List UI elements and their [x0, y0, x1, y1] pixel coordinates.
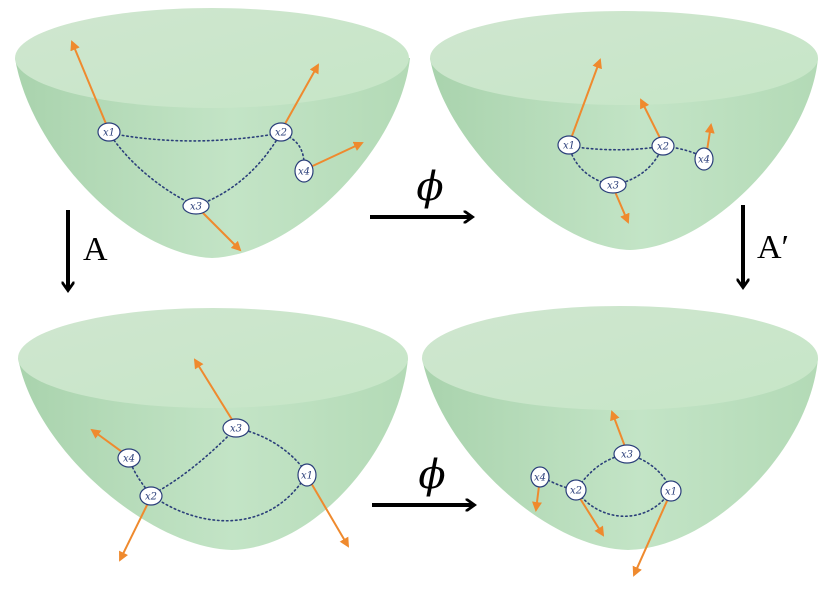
node-label: x4 [698, 155, 710, 166]
cone-bottom-right: x4 x2 x3 x1 [422, 306, 818, 577]
node-label: x2 [275, 128, 287, 139]
node-x3: x3 [613, 444, 641, 464]
node-x4: x4 [117, 448, 141, 468]
cone-rim [422, 306, 818, 410]
edge-x3-x2 [195, 132, 282, 207]
label-A-right: A′ [757, 229, 789, 266]
node-label: x3 [621, 450, 633, 461]
node-x4: x4 [294, 159, 314, 183]
tangent-vector-x4 [303, 141, 364, 171]
node-label: x4 [298, 167, 310, 178]
node-label: x4 [534, 473, 546, 484]
node-x4: x4 [530, 466, 550, 488]
tangent-vector-x1 [70, 40, 110, 132]
cone-rim [15, 8, 409, 108]
node-label: x3 [230, 424, 242, 435]
node-label: x2 [145, 492, 157, 503]
node-label: x2 [657, 142, 669, 153]
label-A-left: A [83, 231, 108, 268]
node-x2: x2 [651, 136, 675, 156]
node-x3: x3 [599, 176, 627, 194]
node-x3: x3 [222, 418, 250, 438]
cone-rim [430, 11, 818, 105]
edge-x2-x1 [575, 489, 672, 518]
cone-top-right: x1 x2 x3 x4 [430, 11, 818, 250]
node-label: x1 [665, 487, 677, 498]
tangent-vector-x2 [640, 98, 664, 145]
edge-x2-x1 [150, 473, 308, 522]
node-label: x1 [103, 128, 115, 139]
label-phi-bottom: ϕ [418, 452, 445, 498]
map-arrow-A-left: A [68, 210, 108, 288]
node-label: x2 [570, 486, 582, 497]
cone-body [15, 58, 410, 258]
map-arrow-A-right: A′ [743, 205, 789, 285]
node-x2: x2 [139, 486, 163, 506]
tangent-vector-x1 [306, 475, 350, 548]
tangent-vector-x2 [280, 63, 319, 132]
map-arrow-phi-bottom: ϕ [372, 452, 472, 505]
node-x2: x2 [565, 479, 587, 501]
node-x1: x1 [557, 135, 581, 155]
tangent-vector-x1 [632, 491, 672, 577]
tangent-vector-x3 [195, 205, 242, 252]
map-arrow-phi-top: ϕ [370, 164, 470, 217]
tangent-vector-x3 [193, 358, 237, 427]
edge-x2-x3 [150, 427, 237, 496]
cone-top-left: x1 x2 x3 x4 [15, 8, 410, 258]
node-x3: x3 [182, 197, 210, 215]
cone-bottom-left: x4 x2 x3 x1 [18, 308, 408, 562]
node-x4: x4 [694, 147, 714, 171]
tangent-vector-x1 [568, 58, 602, 145]
cone-body [18, 358, 408, 550]
tangent-vector-x2 [119, 496, 152, 562]
node-label: x3 [607, 181, 619, 192]
node-x1: x1 [97, 122, 121, 142]
node-label: x3 [190, 202, 202, 213]
node-x1: x1 [660, 480, 682, 502]
node-label: x1 [301, 471, 313, 482]
label-phi-top: ϕ [416, 164, 443, 210]
cone-rim [18, 308, 408, 408]
node-x1: x1 [297, 463, 317, 487]
node-label: x4 [123, 454, 135, 465]
node-label: x1 [563, 141, 575, 152]
node-x2: x2 [269, 122, 293, 142]
cone-body [430, 58, 818, 250]
edge-x1-x2 [108, 132, 282, 142]
